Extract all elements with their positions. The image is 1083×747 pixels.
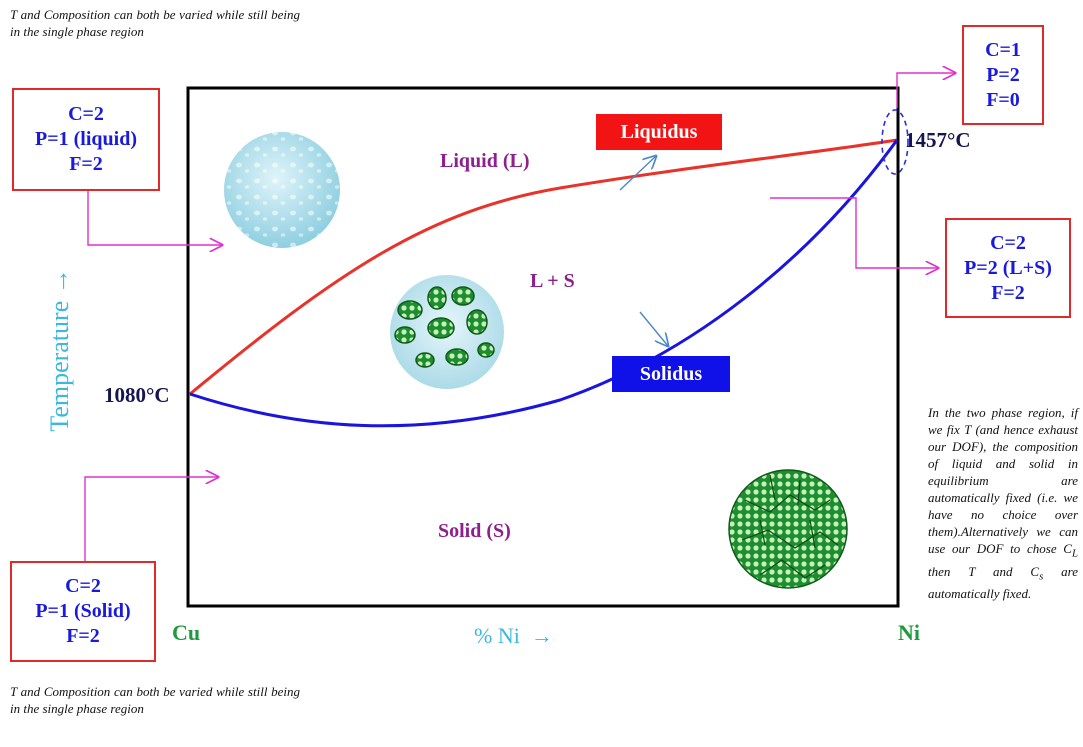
x-axis-right-ni: Ni [898,620,920,645]
solid-dof-box: C=2 P=1 (Solid) F=2 [10,561,156,662]
top-note: T and Composition can both be varied whi… [10,7,300,39]
ni-melting-temp: 1457°C [905,128,971,152]
right-note: In the two phase region, if we fix T (an… [928,405,1078,602]
solid-box-pointer [84,477,218,563]
two-phase-box-pointer [770,197,938,268]
solidus-tag: Solidus [612,356,730,392]
two-phase-region-label: L + S [530,270,575,292]
solidus-curve [189,139,899,428]
liquid-region-label: Liquid (L) [440,150,530,172]
melting-point-ellipse [881,109,909,175]
solid-phase-image [728,469,848,589]
melting-box-pointer [896,73,955,108]
solidus-leader [639,311,668,346]
liquid-dof-box: C=2 P=1 (liquid) F=2 [12,88,160,191]
two-phase-image [390,275,504,389]
liquidus-leader [619,156,656,191]
liquidus-curve [189,138,898,396]
bottom-note: T and Composition can both be varied whi… [10,684,300,716]
liquid-box-pointer [87,190,222,245]
liquidus-tag: Liquidus [596,114,722,150]
y-axis-label: Temperature → [45,268,74,432]
x-axis-label: % Ni → [474,623,553,648]
diagram-frame [186,86,900,608]
cu-melting-temp: 1080°C [104,383,170,407]
two-phase-dof-box: C=2 P=2 (L+S) F=2 [945,218,1071,318]
x-axis-left-cu: Cu [172,620,201,645]
solid-region-label: Solid (S) [438,520,511,542]
melting-point-dof-box: C=1 P=2 F=0 [962,25,1044,125]
